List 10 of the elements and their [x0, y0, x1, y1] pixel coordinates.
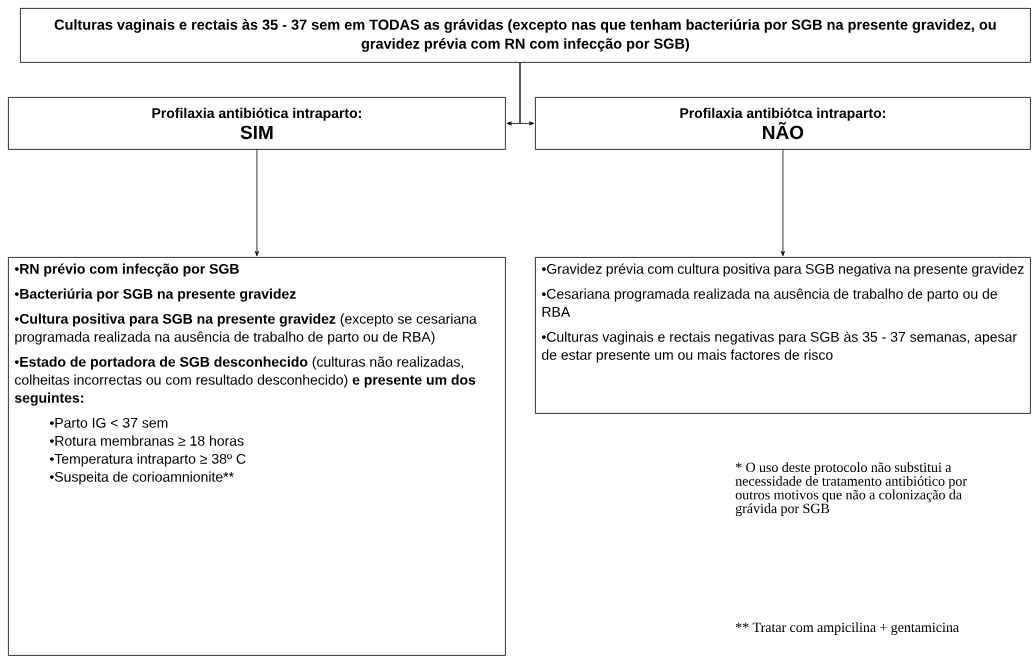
arrow — [519, 62, 535, 126]
footnote: ** Tratar com ampicilina + gentamicina — [735, 622, 959, 635]
arrow — [254, 149, 259, 257]
criteria-box: •Gravidez prévia com cultura positiva para SGB negativa na presente gravidez •Cesariana programada realizada na ausência de trabalho de parto ou de RBA •Culturas vaginais e rectais negativas para SGB às 35 - 37 semanas, apesar de estar presente um ou mais factores de risco — [535, 257, 1031, 414]
decision-box: Profilaxia antibiótica intraparto: SIM — [8, 97, 506, 150]
header-box: Culturas vaginais e rectais às 35 - 37 sem em TODAS as grávidas (excepto nas que tenham bacteriúria por SGB na presente gravidez, ou gravidez prévia com RN com infecção por SGB) — [20, 8, 1031, 63]
decision-box: Profilaxia antibiótca intraparto: NÃO — [535, 97, 1031, 150]
criteria-box: •RN prévio com infecção por SGB •Bacteriúria por SGB na presente gravidez •Cultura positiva para SGB na presente gravidez (excepto se cesariana programada realizada na ausência de trabalho de parto ou de RBA) •Estado de portadora de SGB desconhecido (culturas não realizadas, colheitas incorrectas ou com resultado desconhecido) e presente um dos seguintes: •Parto IG < 37 sem •Rotura membranas ≥ 18 horas •Temperatura intraparto ≥ 38º C •Suspeita de corioamnionite** — [8, 257, 506, 656]
footnote: * O uso deste protocolo não substitui a necessidade de tratamento antibiótico por outros motivos que não a colonização da grávida por SGB — [735, 462, 967, 517]
arrow — [780, 149, 785, 257]
